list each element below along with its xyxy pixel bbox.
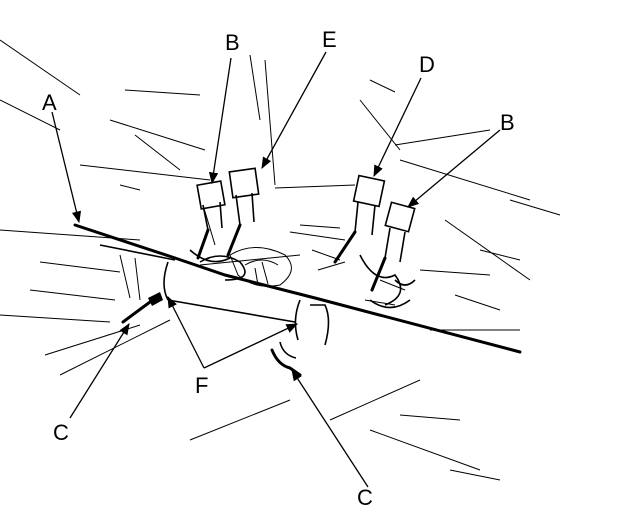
wiring-harness [189,249,416,309]
leader-lines [51,51,501,488]
seat-back-outline [0,39,561,281]
label-e: E [322,27,337,52]
buckle-b-right [370,201,416,292]
trim-panel [73,223,522,354]
anchor-c-right [270,341,302,377]
label-d: D [419,52,435,77]
label-f: F [195,373,208,398]
label-b-left: B [225,30,240,55]
seat-cushion-outline [0,229,520,481]
buckle-b-left [196,180,226,260]
floor-pan-detail [199,194,406,306]
label-b-right: B [500,110,515,135]
anchor-c-left [121,292,163,324]
label-c-right: C [357,485,373,510]
label-c-left: C [53,420,69,445]
buckle-d [333,174,386,264]
buckle-e [226,167,260,257]
label-a: A [42,90,57,115]
